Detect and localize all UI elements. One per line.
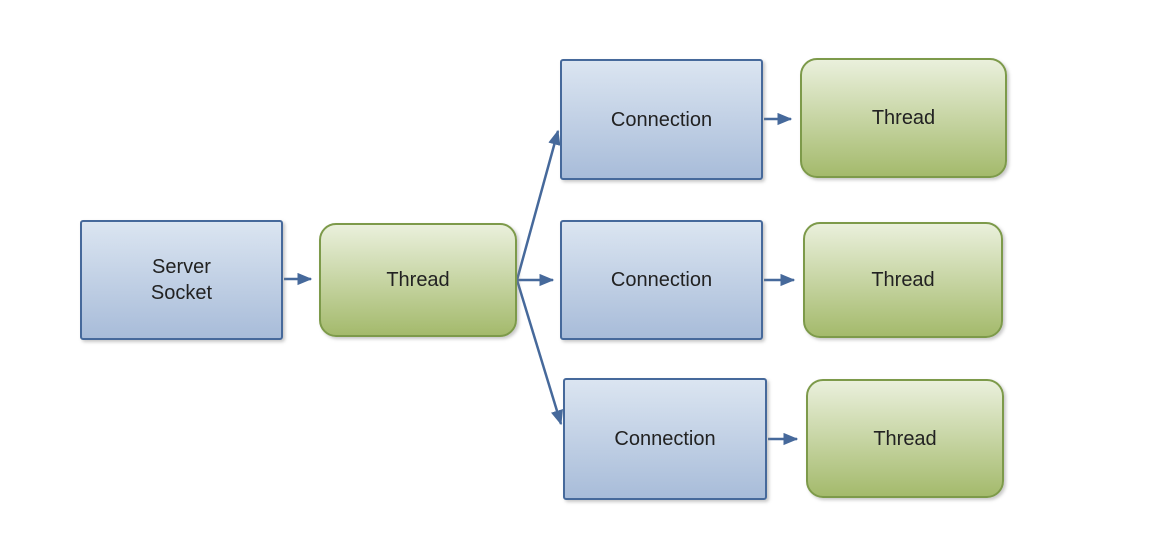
node-connection-2: Connection <box>560 220 763 340</box>
node-connection-1: Connection <box>560 59 763 180</box>
node-server-socket: Server Socket <box>80 220 283 340</box>
node-thread-main: Thread <box>319 223 517 337</box>
node-thread-3: Thread <box>806 379 1004 498</box>
node-thread-1: Thread <box>800 58 1007 178</box>
arrow-thread-to-connection-1 <box>515 129 561 281</box>
arrow-thread-to-connection-3 <box>515 279 563 426</box>
node-thread-2: Thread <box>803 222 1003 338</box>
node-connection-3: Connection <box>563 378 767 500</box>
